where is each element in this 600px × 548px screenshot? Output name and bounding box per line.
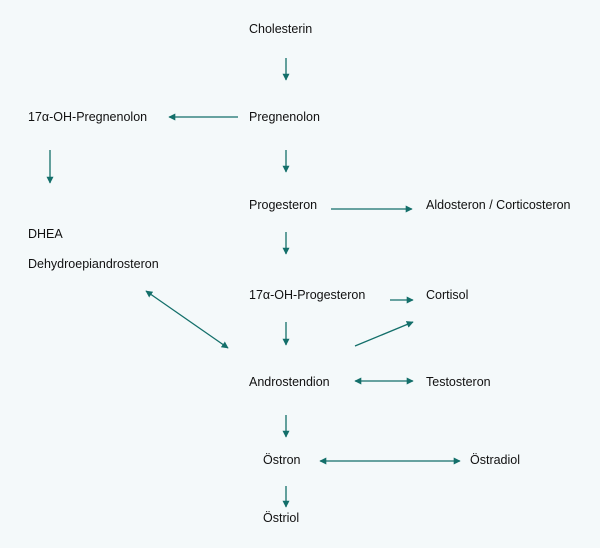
arrow-androstendion-cortisol — [354, 321, 414, 347]
node-cholesterin: Cholesterin — [249, 22, 313, 36]
node-ostron: Östron — [263, 453, 301, 467]
node-cortisol: Cortisol — [426, 288, 469, 302]
arrow-dhea-androstendion — [145, 290, 229, 349]
node-testosteron: Testosteron — [426, 375, 491, 389]
node-aldosteron-corticosteron: Aldosteron / Corticosteron — [426, 198, 571, 212]
node-ostradiol: Östradiol — [470, 453, 521, 467]
node-dhea-abbreviation: DHEA — [28, 227, 63, 241]
node-17-oh-pregnenolon: 17α-OH-Pregnenolon — [28, 110, 148, 124]
node-ostriol: Östriol — [263, 511, 300, 525]
node-dehydroepiandrosteron: Dehydroepiandrosteron — [28, 257, 159, 271]
node-pregnenolon: Pregnenolon — [249, 110, 320, 124]
node-progesteron: Progesteron — [249, 198, 318, 212]
node-androstendion: Androstendion — [249, 375, 330, 389]
node-17-oh-progesteron: 17α-OH-Progesteron — [249, 288, 366, 302]
